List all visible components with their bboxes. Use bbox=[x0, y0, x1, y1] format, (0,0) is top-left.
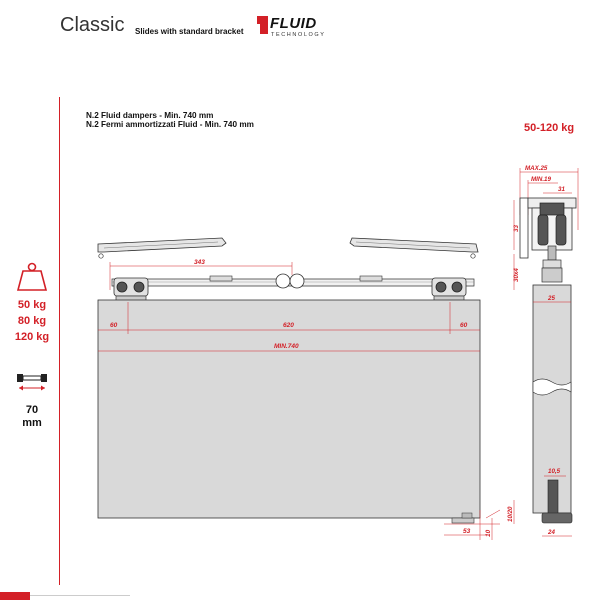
dim-max25: MAX.25 bbox=[525, 165, 548, 172]
dim-620: 620 bbox=[283, 322, 294, 329]
dim-31: 31 bbox=[558, 186, 565, 193]
thickness-unit: mm bbox=[22, 417, 42, 429]
footer-accent-bar bbox=[0, 592, 30, 600]
fluid-damper-right bbox=[349, 237, 479, 259]
load-option-80: 80 kg bbox=[17, 315, 47, 327]
fluid-damper-left bbox=[97, 237, 227, 259]
dim-60-right: 60 bbox=[460, 322, 468, 329]
track-rail bbox=[111, 273, 475, 289]
dim-53: 53 bbox=[463, 528, 471, 535]
logo-word: FLUID bbox=[270, 15, 317, 32]
dim-min740: MIN.740 bbox=[274, 343, 299, 350]
door-thickness-icon bbox=[16, 372, 48, 394]
dim-24: 24 bbox=[547, 529, 555, 536]
thickness-value: 70 bbox=[25, 404, 39, 416]
dim-10: 10 bbox=[485, 529, 492, 537]
logo-subtext: TECHNOLOGY bbox=[271, 32, 326, 38]
page-title: Classic bbox=[60, 14, 125, 36]
dim-10-5: 10,5 bbox=[548, 468, 561, 475]
dim-min19: MIN.19 bbox=[531, 176, 552, 183]
dim-30x4: 30x4 bbox=[513, 268, 520, 282]
door-panel bbox=[97, 299, 481, 519]
load-option-120: 120 kg bbox=[14, 331, 50, 343]
dim-25: 25 bbox=[547, 295, 555, 302]
floor-guide-front bbox=[451, 512, 475, 524]
dim-10-20: 10/20 bbox=[507, 506, 514, 522]
fluid-logo-mark-icon bbox=[257, 16, 268, 34]
side-view: MAX.25 MIN.19 31 33 30x4 25 10,5 10/20 bbox=[507, 165, 579, 537]
note-line-2: N.2 Fermi ammortizzati Fluid - Min. 740 … bbox=[86, 120, 254, 129]
dim-60-left: 60 bbox=[110, 322, 118, 329]
weight-icon bbox=[16, 262, 48, 292]
footer-line bbox=[30, 595, 130, 596]
carriage-left bbox=[113, 277, 149, 303]
load-option-50: 50 kg bbox=[17, 299, 47, 311]
carriage-right bbox=[431, 277, 467, 303]
dim-343: 343 bbox=[194, 259, 205, 266]
dim-33: 33 bbox=[513, 225, 520, 232]
note-line-1: N.2 Fluid dampers - Min. 740 mm bbox=[86, 111, 214, 120]
fluid-logo bbox=[257, 14, 327, 40]
load-range: 50-120 kg bbox=[524, 122, 575, 134]
page-subtitle: Slides with standard bracket bbox=[135, 27, 244, 36]
left-rule bbox=[59, 97, 60, 585]
